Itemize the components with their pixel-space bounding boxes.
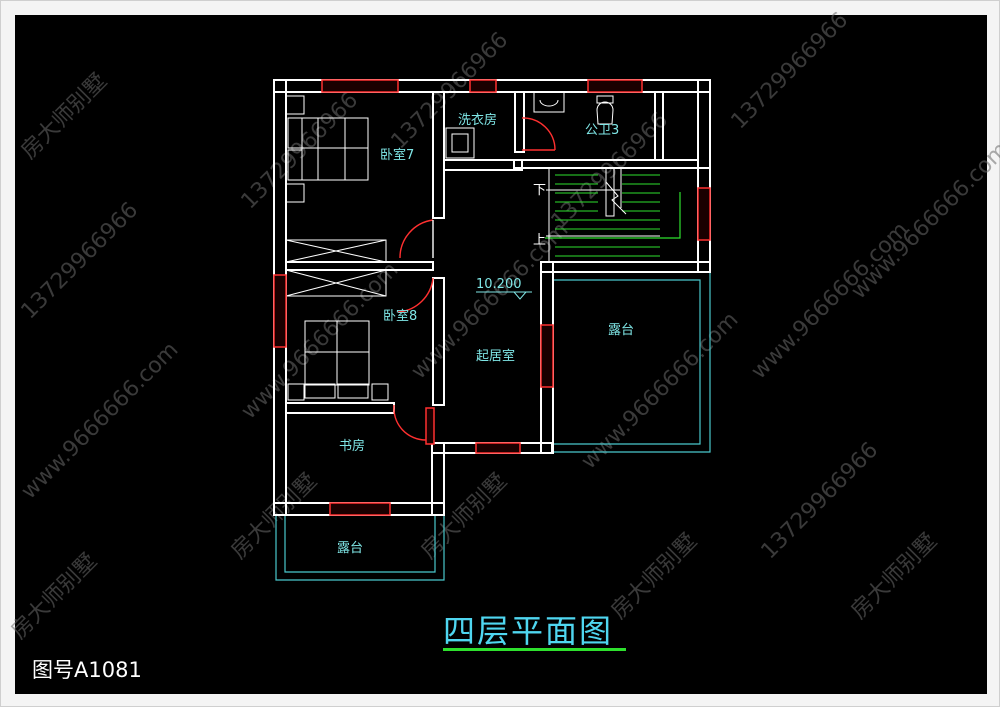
- drawing-title: 四层平面图: [443, 612, 614, 650]
- watermark-phone: 13729966966: [17, 198, 144, 325]
- doors: [393, 117, 556, 441]
- watermark-layer: 房大师别墅 13729966966 www.9666666.com 房大师别墅 …: [7, 8, 1000, 645]
- windows: [273, 79, 711, 516]
- room-label-laundry: 洗衣房: [458, 112, 497, 128]
- shower-area: [662, 91, 699, 161]
- watermark-site: www.9666666.com: [237, 257, 404, 424]
- watermark-brand: 房大师别墅: [847, 529, 942, 624]
- title-underline: [443, 648, 626, 651]
- watermark-phone: 13729966966: [727, 8, 854, 135]
- watermark-site: www.9666666.com: [747, 217, 914, 384]
- room-label-bedroom8: 卧室8: [383, 308, 417, 324]
- watermark-phone: 13729966966: [757, 438, 884, 565]
- watermark-site: www.9666666.com: [847, 137, 1000, 304]
- elevation-label: 10.200: [476, 277, 522, 292]
- watermark-site: www.9666666.com: [577, 307, 744, 474]
- watermark-site: www.9666666.com: [17, 337, 184, 504]
- watermark-brand: 房大师别墅: [607, 529, 702, 624]
- elevation-marker: 10.200: [476, 277, 532, 300]
- room-label-living: 起居室: [476, 348, 515, 364]
- toilet-icon: [596, 101, 614, 125]
- stairs: [546, 167, 698, 262]
- stair-up-label: 上: [533, 233, 546, 248]
- room-label-terrace-right: 露台: [608, 323, 634, 338]
- watermark-brand: 房大师别墅: [417, 469, 512, 564]
- room-label-terrace-bottom: 露台: [337, 541, 363, 556]
- room-label-study: 书房: [339, 438, 365, 454]
- cad-canvas: [15, 15, 987, 694]
- washbasin-icon: [533, 91, 565, 113]
- watermark-phone: 13729966966: [237, 88, 364, 215]
- bed-7: [301, 117, 369, 181]
- stair-down-label: 下: [533, 183, 546, 198]
- room-labels: 卧室7 卧室8 洗衣房 公卫3 起居室 书房 露台 露台 下 上: [337, 112, 634, 556]
- room-label-bathroom: 公卫3: [585, 123, 619, 138]
- furniture: [285, 91, 699, 401]
- watermark-brand: 房大师别墅: [17, 69, 112, 164]
- drawing-number: 图号A1081: [32, 658, 142, 682]
- room-label-bedroom7: 卧室7: [380, 147, 414, 163]
- washing-machine: [445, 127, 475, 159]
- watermark-brand: 房大师别墅: [7, 549, 102, 644]
